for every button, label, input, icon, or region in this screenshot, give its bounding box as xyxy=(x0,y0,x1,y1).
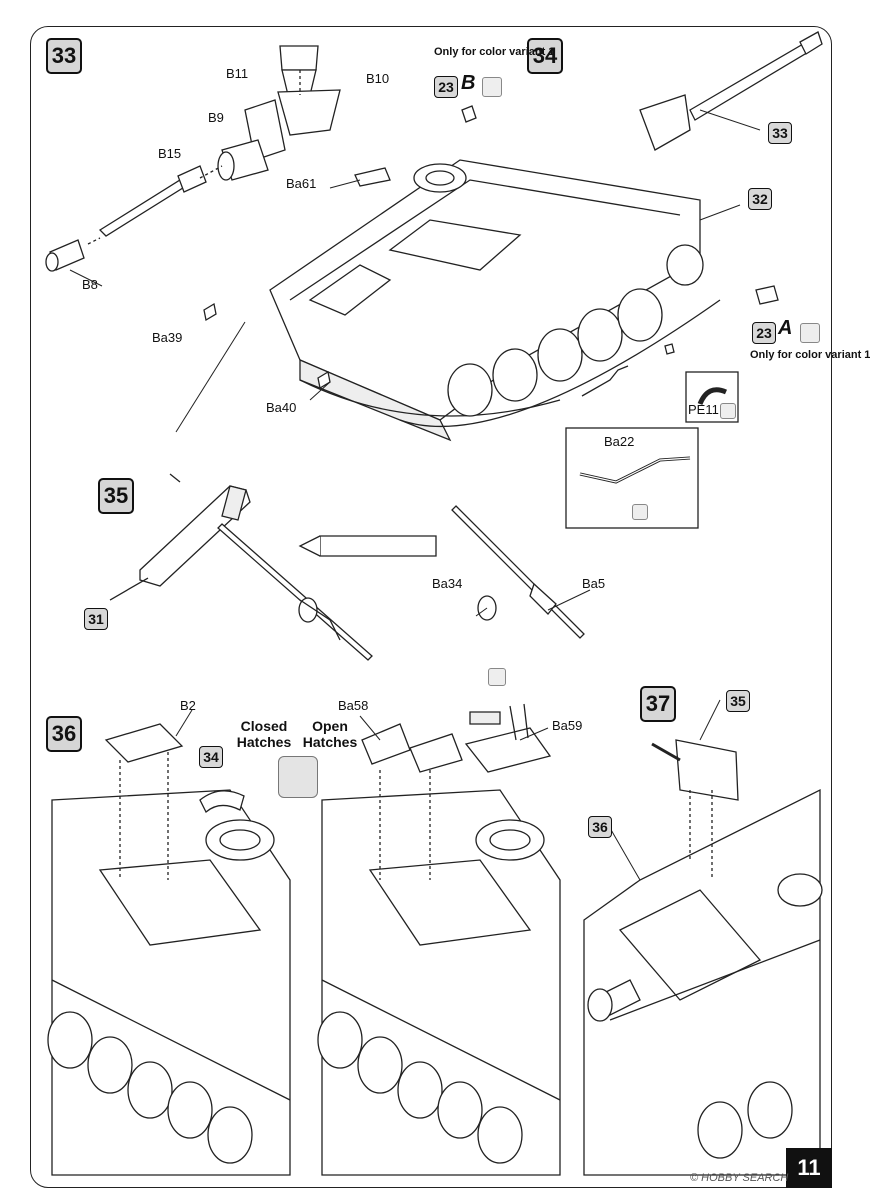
step-ref-31: 31 xyxy=(84,608,108,630)
watermark: © HOBBY SEARCH xyxy=(690,1172,789,1184)
step-ref-33: 33 xyxy=(768,122,792,144)
part-label-b8: B8 xyxy=(82,277,98,292)
part-label-ba39: Ba39 xyxy=(152,330,183,345)
part-label-b11: B11 xyxy=(226,66,249,81)
part-label-ba58: Ba58 xyxy=(338,698,369,713)
part-label-ba22: Ba22 xyxy=(604,434,635,449)
color-ref-23b-letter: B xyxy=(461,72,476,94)
color-ref-23b-number: 23 xyxy=(434,76,458,98)
color-ref-23a-number: 23 xyxy=(752,322,776,344)
armored-shield-assembly xyxy=(109,473,585,661)
closed-hatches-label: Closed Hatches xyxy=(236,718,292,750)
choice-icon xyxy=(482,77,502,97)
part-label-ba5: Ba5 xyxy=(582,576,606,591)
step-ref-34: 34 xyxy=(199,746,223,768)
part-label-b15: B15 xyxy=(158,146,182,161)
star-icon xyxy=(488,668,506,686)
hatch-open-view xyxy=(317,703,561,1176)
step-36-number: 36 xyxy=(46,716,82,752)
step-ref-36: 36 xyxy=(588,816,612,838)
part-label-pe11: PE11 xyxy=(688,402,719,417)
part-label-b9: B9 xyxy=(208,110,224,125)
step-37-number: 37 xyxy=(640,686,676,722)
color-ref-23a-letter: A xyxy=(778,317,793,339)
variant-note-a: Only for color variant 1 xyxy=(750,349,870,361)
part-label-ba40: Ba40 xyxy=(266,400,297,415)
open-hatches-label: Open Hatches xyxy=(302,718,358,750)
choice-icon xyxy=(800,323,820,343)
photo-etch-icon xyxy=(720,403,736,419)
page-number: 11 xyxy=(786,1148,832,1188)
part-label-b2: B2 xyxy=(180,698,196,713)
step-ref-32: 32 xyxy=(748,188,772,210)
step-35-number: 35 xyxy=(98,478,134,514)
part-label-ba61: Ba61 xyxy=(286,176,317,191)
hatch-closed-view xyxy=(47,723,291,1176)
vehicle-top-view xyxy=(203,31,823,529)
choice-icon xyxy=(278,756,318,798)
step-34-number: 34 xyxy=(527,38,563,74)
part-label-b10: B10 xyxy=(366,71,390,86)
part-label-ba34: Ba34 xyxy=(432,576,463,591)
step-33-number: 33 xyxy=(46,38,82,74)
variant-note-b: Only for color variant 1 xyxy=(434,46,555,58)
cement-icon xyxy=(632,504,648,520)
step-ref-35: 35 xyxy=(726,690,750,712)
gun-barrel-assembly xyxy=(45,45,341,272)
page-frame xyxy=(30,26,832,1188)
vehicle-rear-view xyxy=(583,739,823,1176)
part-label-ba59: Ba59 xyxy=(552,718,583,733)
